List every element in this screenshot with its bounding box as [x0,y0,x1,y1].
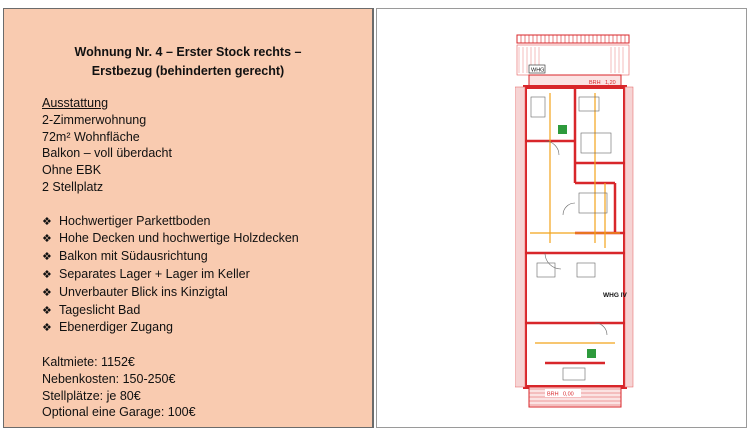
highlight-item: ❖Tageslicht Bad [42,302,299,320]
right-hatch [624,86,634,388]
cost-item: Nebenkosten: 150-250€ [42,371,176,386]
cost-item: Stellplätze: je 80€ [42,388,141,403]
label-whg-top: WHG [531,68,544,74]
exit-icon [587,349,596,358]
bullet-icon: ❖ [42,215,52,228]
features-heading: Ausstattung [42,96,109,110]
bullet-icon: ❖ [42,304,52,317]
left-hatch [515,86,526,388]
bullet-icon: ❖ [42,286,52,299]
floorplan-drawing: WHG BRH 1,20 [515,34,634,408]
highlight-item: ❖Hochwertiger Parkettboden [42,213,299,231]
feature-item: 72m² Wohnfläche [42,129,140,144]
highlight-item: ❖Separates Lager + Lager im Keller [42,266,299,284]
bullet-icon: ❖ [42,251,52,264]
bullet-icon: ❖ [42,322,52,335]
highlight-item: ❖Unverbauter Blick ins Kinzigtal [42,284,299,302]
feature-item: Balkon – voll überdacht [42,146,172,161]
accent-lines [530,93,620,344]
label-dim-top: 1,20 [605,80,616,86]
title-line-1: Wohnung Nr. 4 – Erster Stock rechts – [74,45,302,59]
listing-content: Ausstattung 2-Zimmerwohnung 72m² Wohnflä… [42,95,299,421]
feature-item: 2-Zimmerwohnung [42,112,147,127]
feature-item: 2 Stellplatz [42,179,104,194]
listing-panel: Wohnung Nr. 4 – Erster Stock rechts – Er… [3,8,374,428]
highlight-item: ❖Hohe Decken und hochwertige Holzdecken [42,230,299,248]
label-dim-bottom: 0,00 [563,392,574,398]
title-line-2: Erstbezug (behinderten gerecht) [91,64,285,78]
label-brh-top: BRH [589,80,601,86]
bullet-icon: ❖ [42,233,52,246]
label-brh-bottom: BRH [547,392,559,398]
floorplan-top-rail: WHG [516,34,630,76]
feature-item: Ohne EBK [42,163,102,178]
highlight-item: ❖Ebenerdiger Zugang [42,319,299,337]
furniture [530,96,612,381]
highlight-item: ❖Balkon mit Südausrichtung [42,248,299,266]
bullet-icon: ❖ [42,268,52,281]
label-whg-iv: WHG IV [603,292,627,299]
listing-title: Wohnung Nr. 4 – Erster Stock rechts – Er… [4,43,372,81]
cost-item: Kaltmiete: 1152€ [42,354,135,369]
floorplan-panel: WHG BRH 1,20 [376,8,747,428]
exit-icon [558,125,567,134]
cost-item: Optional eine Garage: 100€ [42,405,196,420]
